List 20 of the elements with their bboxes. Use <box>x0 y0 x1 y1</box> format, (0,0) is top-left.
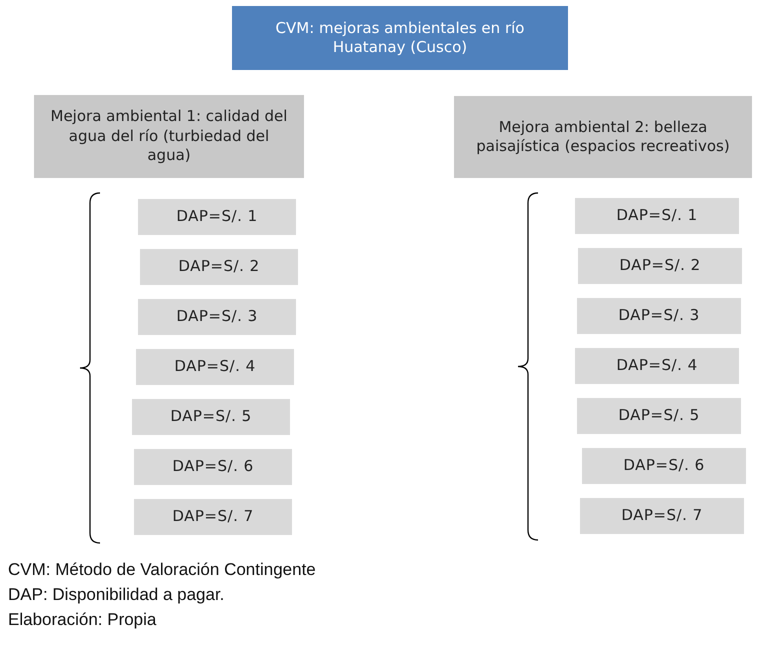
value-box: DAP=S/. 2 <box>140 249 298 285</box>
value-box: DAP=S/. 7 <box>580 498 744 534</box>
value-box: DAP=S/. 2 <box>578 248 742 284</box>
footnote-text: Elaboración: Propia <box>8 610 156 630</box>
value-box: DAP=S/. 4 <box>575 348 739 384</box>
value-box: DAP=S/. 6 <box>582 448 746 484</box>
value-box: DAP=S/. 4 <box>136 349 294 385</box>
value-box: DAP=S/. 5 <box>132 399 290 435</box>
value-box: DAP=S/. 1 <box>575 198 739 234</box>
value-box: DAP=S/. 6 <box>134 449 292 485</box>
category-header: Mejora ambiental 2: belleza paisajística (espacios recreativos) <box>454 96 752 178</box>
value-box: DAP=S/. 7 <box>134 499 292 535</box>
value-box: DAP=S/. 5 <box>577 398 741 434</box>
footnote-text: CVM: Método de Valoración Contingente <box>8 560 316 580</box>
footnote-text: DAP: Disponibilidad a pagar. <box>8 585 224 605</box>
value-box: DAP=S/. 1 <box>138 199 296 235</box>
value-box: DAP=S/. 3 <box>577 298 741 334</box>
title-box: CVM: mejoras ambientales en río Huatanay (Cusco) <box>232 6 568 70</box>
category-header: Mejora ambiental 1: calidad del agua del río (turbiedad del agua) <box>34 95 304 178</box>
value-box: DAP=S/. 3 <box>138 299 296 335</box>
